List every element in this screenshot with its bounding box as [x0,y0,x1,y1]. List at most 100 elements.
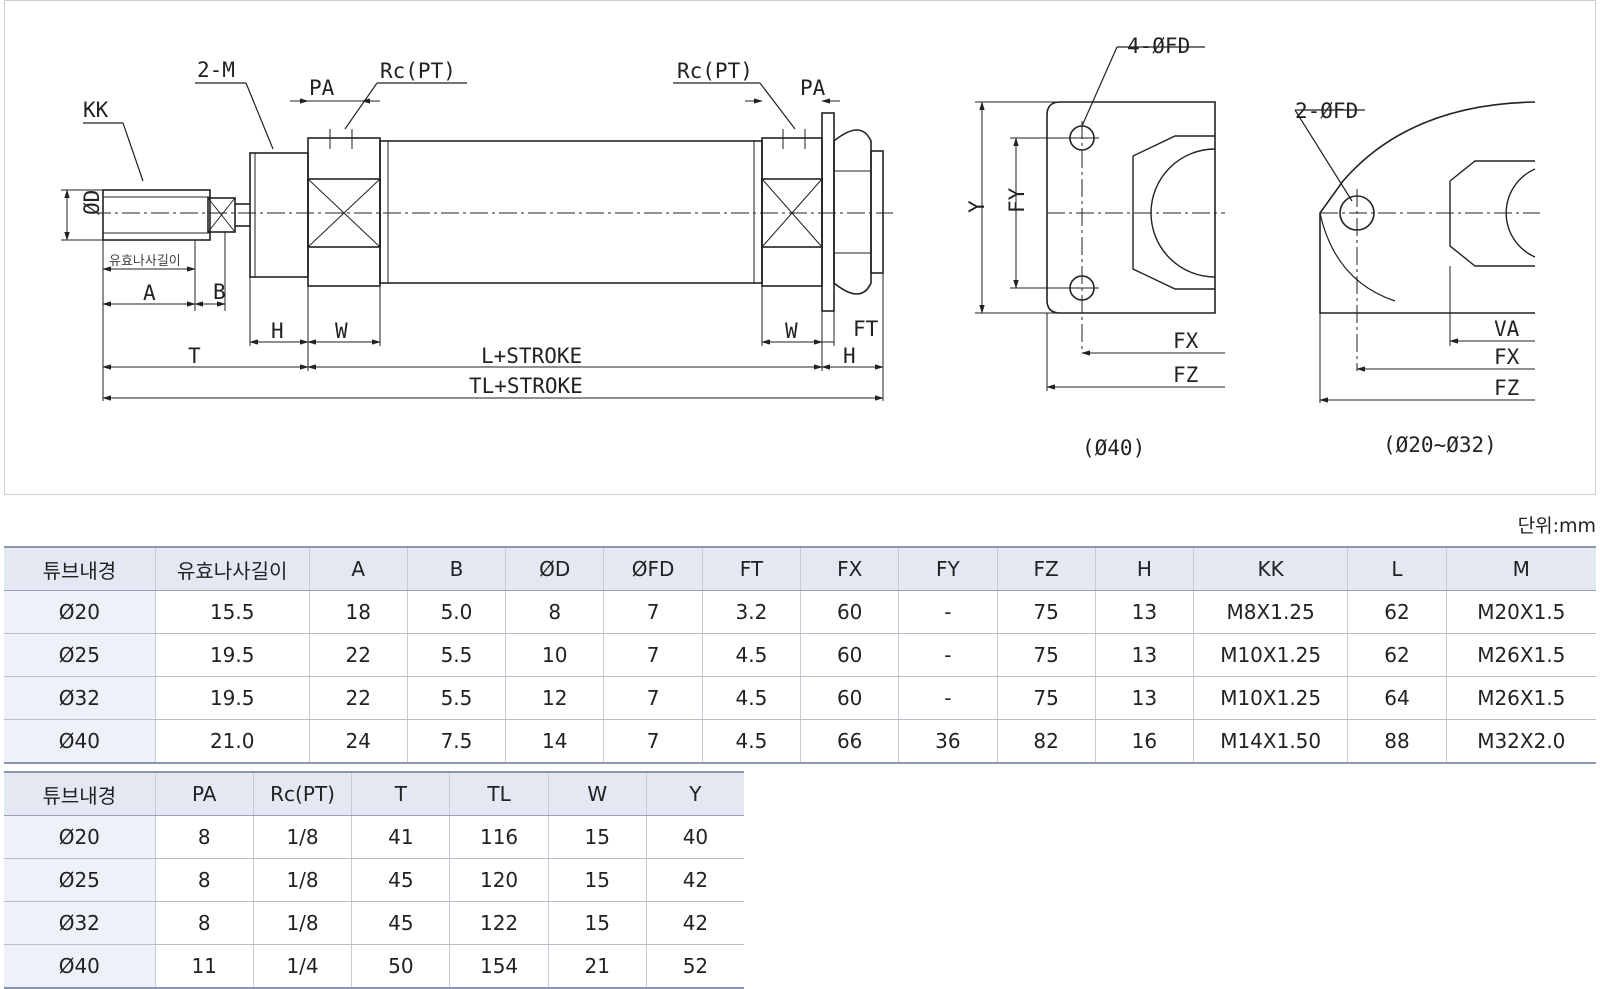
table-cell: 64 [1347,676,1447,720]
table-cell: 24 [308,719,408,764]
table-cell: 1/8 [252,901,352,945]
column-header: 유효나사길이 [154,546,310,591]
label-kk: KK [83,98,109,122]
column-header: W [547,771,647,816]
table-cell: - [898,633,998,677]
barrel [379,140,763,284]
row-bore-size: Ø32 [4,676,156,720]
table-cell: 1/4 [252,944,352,989]
table-cell: 15 [547,815,647,859]
table-cell: M32X2.0 [1445,719,1596,764]
table-cell: 19.5 [154,633,310,677]
table-cell: 4.5 [701,676,801,720]
table-cell: 18 [308,590,408,634]
table-cell: M26X1.5 [1445,633,1596,677]
table-cell: 75 [996,633,1096,677]
row-bore-size: Ø25 [4,858,156,902]
technical-drawing: KK 2-M PA Rc(PT) Rc(PT) PA ØD 유효나사길이 A B… [4,0,1596,495]
label-2-fd: 2-ØFD [1295,99,1358,123]
table-cell: 60 [800,633,899,677]
table-cell: 42 [645,858,744,902]
label-fx-small: FX [1494,345,1520,369]
column-header: FY [898,546,998,591]
column-header: KK [1192,546,1348,591]
label-thread-length: 유효나사길이 [109,254,181,269]
label-pa-right: PA [800,76,826,100]
table-cell: 19.5 [154,676,310,720]
table-cell: 1/8 [252,858,352,902]
label-l-stroke: L+STROKE [481,344,582,368]
table-cell: 8 [154,858,254,902]
table-cell: 4.5 [701,633,801,677]
drawing-svg: KK 2-M PA Rc(PT) Rc(PT) PA ØD 유효나사길이 A B… [61,34,1540,460]
unit-label: 단위:mm [1517,515,1596,537]
table-cell: M26X1.5 [1445,676,1596,720]
column-header: M [1445,546,1596,591]
table-cell: 82 [996,719,1096,764]
column-header: Y [645,771,744,816]
table-cell: - [898,676,998,720]
row-bore-size: Ø20 [4,590,156,634]
table-cell: 60 [800,590,899,634]
column-header: A [308,546,408,591]
table-cell: 16 [1094,719,1194,764]
table-cell: 4.5 [701,719,801,764]
label-w-right: W [785,319,798,343]
rod-flat [207,197,236,233]
flange-oval [1319,101,1536,314]
label-4-fd: 4-ØFD [1127,34,1190,58]
label-pa-left: PA [309,76,335,100]
row-bore-size: Ø40 [4,944,156,989]
table-cell: 8 [505,590,604,634]
column-header: ØD [505,546,604,591]
column-header: H [1094,546,1194,591]
table-cell: 15 [547,901,647,945]
rear-flange [821,112,835,312]
table-cell: 7 [603,719,703,764]
column-header: L [1347,546,1447,591]
row-bore-size: Ø20 [4,815,156,859]
table-cell: 22 [308,633,408,677]
table-cell: 8 [154,901,254,945]
front-cover [307,137,381,287]
column-header: FZ [996,546,1096,591]
label-a: A [143,281,156,305]
column-header: 튜브내경 [4,546,156,591]
label-ft: FT [853,317,879,341]
label-y: Y [965,200,989,213]
column-header: FX [800,546,899,591]
column-header: B [406,546,506,591]
label-fy: FY [1005,187,1029,213]
column-header: TL [449,771,549,816]
table-cell: 7.5 [406,719,506,764]
table-cell: 7 [603,590,703,634]
table-cell: 41 [351,815,450,859]
label-fz-40: FZ [1173,363,1198,387]
label-2m: 2-M [197,58,235,82]
column-header: ØFD [603,546,703,591]
table-cell: 60 [800,676,899,720]
table-cell: 10 [505,633,604,677]
table-cell: 62 [1347,633,1447,677]
table-cell: 12 [505,676,604,720]
row-bore-size: Ø32 [4,901,156,945]
table-cell: M10X1.25 [1192,676,1348,720]
table-cell: 13 [1094,676,1194,720]
table-cell: M20X1.5 [1445,590,1596,634]
column-header: FT [701,546,801,591]
front-thread [249,152,309,278]
label-t: T [188,344,201,368]
table-cell: 1/8 [252,815,352,859]
label-fz-small: FZ [1494,376,1519,400]
label-h-right: H [843,344,856,368]
table-cell: 45 [351,858,450,902]
table-cell: 120 [449,858,549,902]
label-b: B [213,280,226,304]
